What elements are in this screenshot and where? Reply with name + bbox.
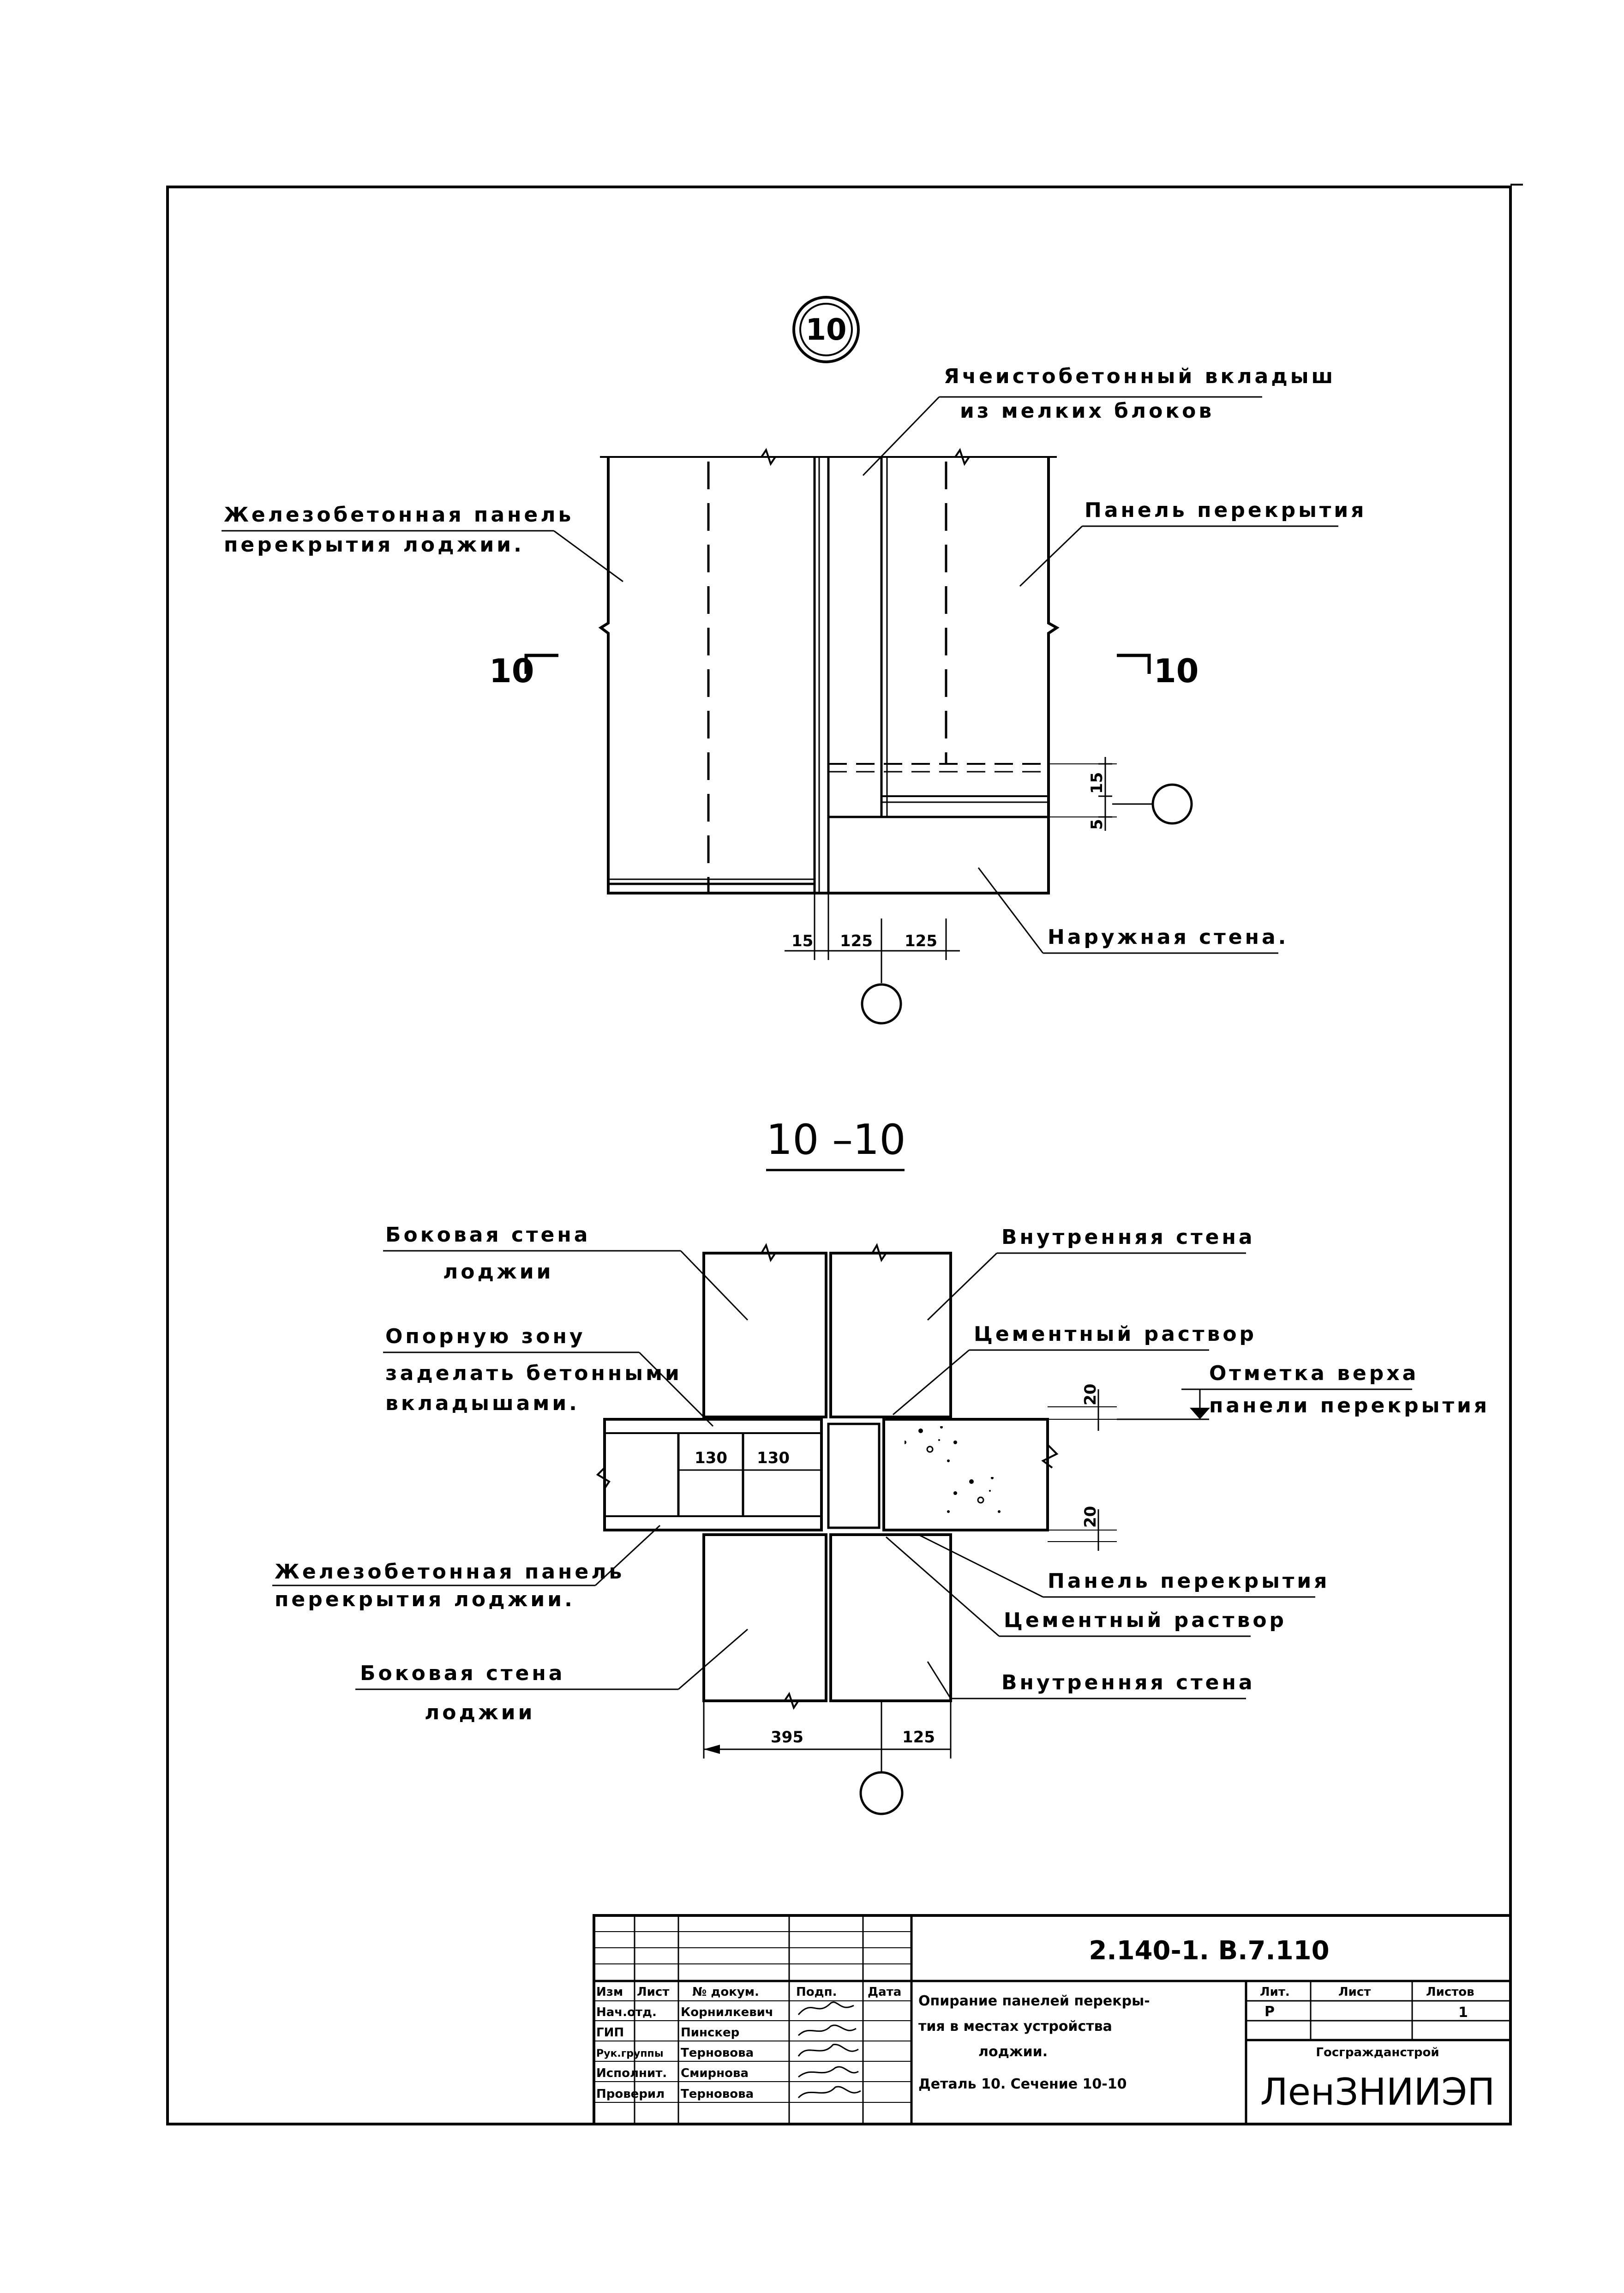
label-inner-wall-bottom: Внутренняя стена bbox=[1001, 1671, 1255, 1694]
sheet-label: Лист bbox=[1338, 1985, 1371, 1999]
section-10-10: 10 –10 130 130 20 20 bbox=[272, 1116, 1490, 1815]
org-logo: ЛенЗНИИЭП bbox=[1260, 2071, 1495, 2113]
label-mark-1: Отметка верха bbox=[1209, 1362, 1419, 1385]
dim-125-a: 125 bbox=[840, 932, 873, 950]
label-inner-wall-top: Внутренняя стена bbox=[1001, 1225, 1255, 1249]
section-mark-right: 10 bbox=[1154, 652, 1199, 690]
dim-20-bottom: 20 bbox=[1081, 1506, 1100, 1528]
dim-130-b: 130 bbox=[757, 1449, 790, 1467]
name-0: Корнилкевич bbox=[681, 2005, 773, 2019]
hdr-list: Лист bbox=[637, 1985, 669, 1999]
dim-v-15: 15 bbox=[1088, 772, 1106, 794]
dim-130-a: 130 bbox=[695, 1449, 727, 1467]
dim-15: 15 bbox=[791, 932, 813, 950]
title-block: Изм Лист № докум. Подп. Дата Нач.отд. Ко… bbox=[593, 1914, 1512, 2125]
label-cement-bottom: Цементный раствор bbox=[1004, 1609, 1287, 1632]
role-0: Нач.отд. bbox=[596, 2005, 657, 2019]
label-rc-panel-section-1: Железобетонная панель bbox=[275, 1560, 624, 1584]
label-support-1: Опорную зону bbox=[385, 1325, 586, 1348]
org-name: Госгражданстрой bbox=[1316, 2046, 1439, 2059]
name-4: Терновова bbox=[681, 2087, 754, 2101]
dim-395: 395 bbox=[771, 1728, 803, 1747]
name-3: Смирнова bbox=[681, 2066, 749, 2080]
role-3: Исполнит. bbox=[596, 2066, 667, 2080]
dim-125-b: 125 bbox=[905, 932, 937, 950]
detail-number-circle bbox=[792, 296, 860, 363]
desc-line-4: Деталь 10. Сечение 10-10 bbox=[918, 2076, 1127, 2092]
label-side-wall-bottom-1: Боковая стена bbox=[360, 1662, 565, 1685]
section-title: 10 –10 bbox=[766, 1116, 906, 1164]
hdr-doc: № докум. bbox=[692, 1985, 759, 1999]
dim-20-top: 20 bbox=[1081, 1384, 1100, 1405]
label-cement-top: Цементный раствор bbox=[974, 1322, 1257, 1346]
detail-10: 10 10 10 5 bbox=[222, 296, 1366, 1025]
callout-circle-section bbox=[859, 1771, 904, 1815]
label-rc-panel-1: Железобетонная панель bbox=[224, 503, 574, 527]
label-rc-panel-section-2: перекрытия лоджии. bbox=[275, 1588, 575, 1611]
label-side-wall-top-2: лоджии bbox=[443, 1260, 553, 1284]
hdr-izm: Изм bbox=[596, 1985, 623, 1999]
label-floor-panel-section: Панель перекрытия bbox=[1048, 1569, 1330, 1593]
desc-line-1: Опирание панелей перекры- bbox=[918, 1993, 1150, 2009]
hdr-date: Дата bbox=[868, 1985, 901, 1999]
signatures bbox=[797, 2001, 861, 2099]
label-insert-2: из мелких блоков bbox=[960, 399, 1214, 423]
sheets-label: Листов bbox=[1426, 1985, 1474, 1999]
label-mark-2: панели перекрытия bbox=[1209, 1394, 1490, 1417]
dim-v-5: 5 bbox=[1088, 819, 1106, 830]
callout-circle-bottom bbox=[861, 983, 902, 1025]
detail-number: 10 bbox=[805, 313, 846, 347]
name-1: Пинскер bbox=[681, 2026, 739, 2040]
doc-code: 2.140-1. В.7.110 bbox=[1089, 1936, 1329, 1966]
dim-125: 125 bbox=[902, 1728, 935, 1747]
label-insert-1: Ячеистобетонный вкладыш bbox=[944, 365, 1336, 388]
callout-circle bbox=[1151, 783, 1193, 825]
name-2: Терновова bbox=[681, 2046, 754, 2060]
label-side-wall-bottom-2: лоджии bbox=[425, 1701, 535, 1724]
label-rc-panel-2: перекрытия лоджии. bbox=[224, 533, 524, 557]
hdr-sign: Подп. bbox=[796, 1985, 837, 1999]
desc-line-2: тия в местах устройства bbox=[918, 2018, 1112, 2035]
label-support-3: вкладышами. bbox=[385, 1392, 580, 1415]
stage-value: Р bbox=[1264, 2004, 1275, 2020]
role-1: ГИП bbox=[596, 2026, 624, 2040]
label-support-2: заделать бетонными bbox=[385, 1362, 682, 1385]
label-outer-wall: Наружная стена. bbox=[1048, 925, 1288, 949]
sheets-value: 1 bbox=[1458, 2005, 1468, 2021]
role-4: Проверил bbox=[596, 2087, 665, 2101]
role-2: Рук.группы bbox=[596, 2048, 664, 2059]
stage-label: Лит. bbox=[1260, 1985, 1290, 1999]
label-floor-panel: Панель перекрытия bbox=[1085, 498, 1366, 522]
label-side-wall-top-1: Боковая стена bbox=[385, 1223, 590, 1247]
desc-line-3: лоджии. bbox=[978, 2044, 1048, 2060]
